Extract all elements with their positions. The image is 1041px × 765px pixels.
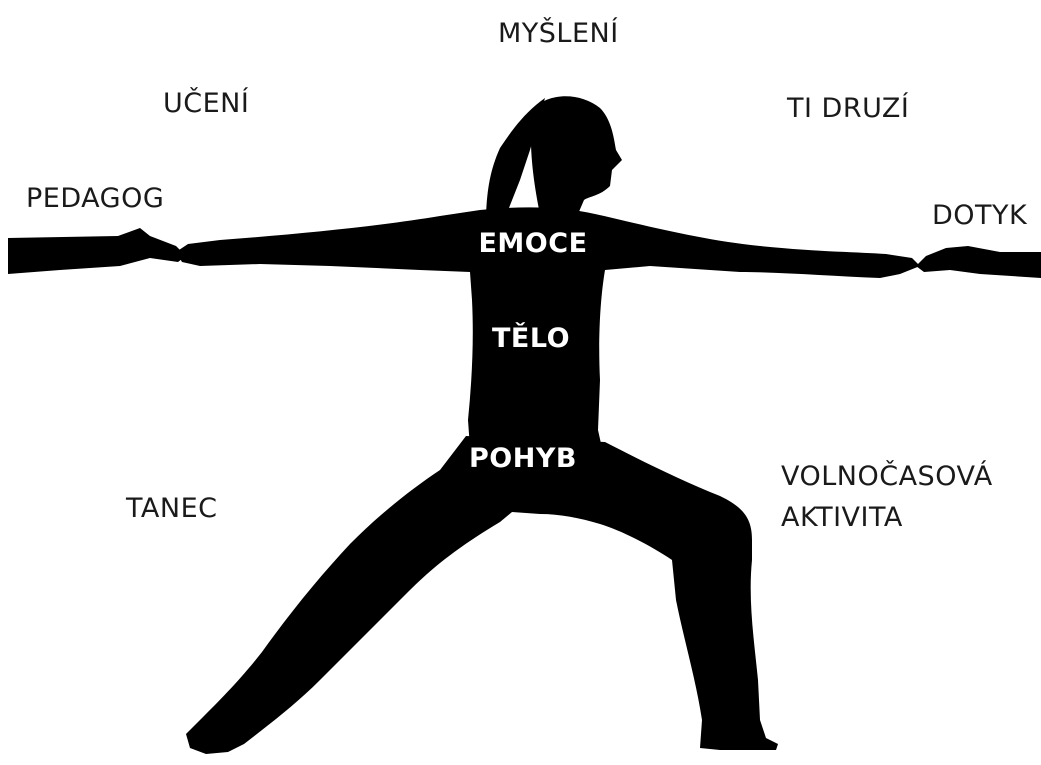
- label-uceni: UČENÍ: [163, 88, 249, 120]
- hips-shape: [186, 436, 778, 754]
- left-helper-arm: [8, 228, 186, 274]
- head-shape: [531, 96, 622, 214]
- label-volnocasova: VOLNOČASOVÁ: [781, 461, 993, 493]
- label-telo: TĚLO: [492, 323, 570, 355]
- label-tanec: TANEC: [126, 493, 217, 525]
- label-pedagog: PEDAGOG: [26, 183, 164, 215]
- label-pohyb: POHYB: [469, 443, 577, 475]
- label-ti-druzi: TI DRUZÍ: [787, 93, 909, 125]
- label-mysleni: MYŠLENÍ: [498, 18, 619, 50]
- label-dotyk: DOTYK: [932, 200, 1027, 232]
- label-aktivita: AKTIVITA: [781, 502, 903, 534]
- right-helper-arm: [916, 246, 1041, 278]
- label-emoce: EMOCE: [478, 228, 587, 260]
